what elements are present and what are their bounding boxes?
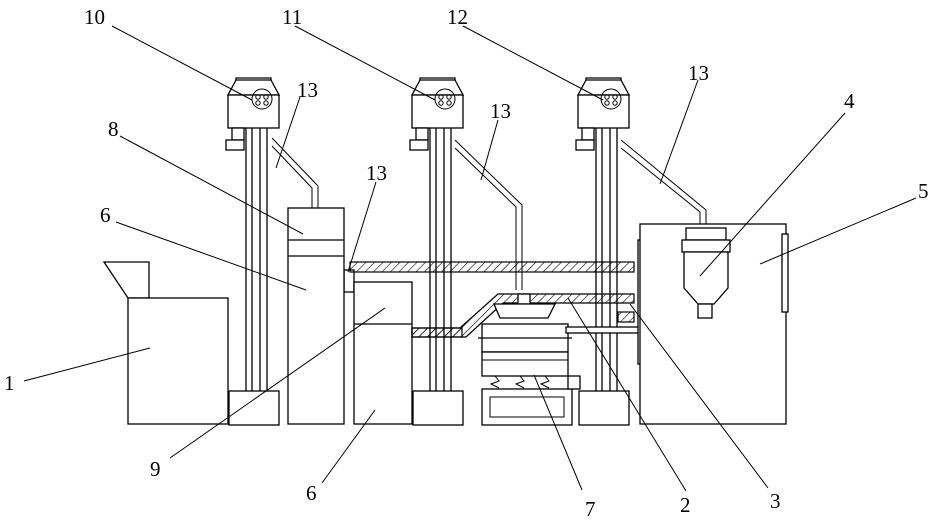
label-5: 5 (918, 179, 929, 203)
label-13-a: 13 (297, 78, 318, 102)
label-7: 7 (585, 497, 596, 521)
label-1: 1 (4, 371, 15, 395)
label-4: 4 (844, 89, 855, 113)
label-3: 3 (770, 489, 781, 513)
feed-bin-1 (104, 262, 228, 424)
label-6-upper: 6 (100, 203, 111, 227)
label-2: 2 (680, 493, 691, 517)
tank-9-6-middle (354, 282, 412, 424)
tank-8-6-left (288, 208, 344, 424)
spring-icon (491, 376, 549, 388)
label-12: 12 (447, 5, 468, 29)
label-8: 8 (108, 117, 119, 141)
bucket-elevator-10 (226, 78, 279, 425)
label-13-b: 13 (490, 99, 511, 123)
vibrating-sieve-7 (478, 294, 580, 425)
label-10: 10 (84, 5, 105, 29)
bucket-elevator-11 (410, 78, 463, 425)
bucket-elevator-12 (576, 78, 629, 425)
label-6-lower: 6 (306, 481, 317, 505)
label-13-c: 13 (688, 61, 709, 85)
label-9: 9 (150, 457, 161, 481)
label-11: 11 (282, 5, 302, 29)
label-13-d: 13 (366, 161, 387, 185)
